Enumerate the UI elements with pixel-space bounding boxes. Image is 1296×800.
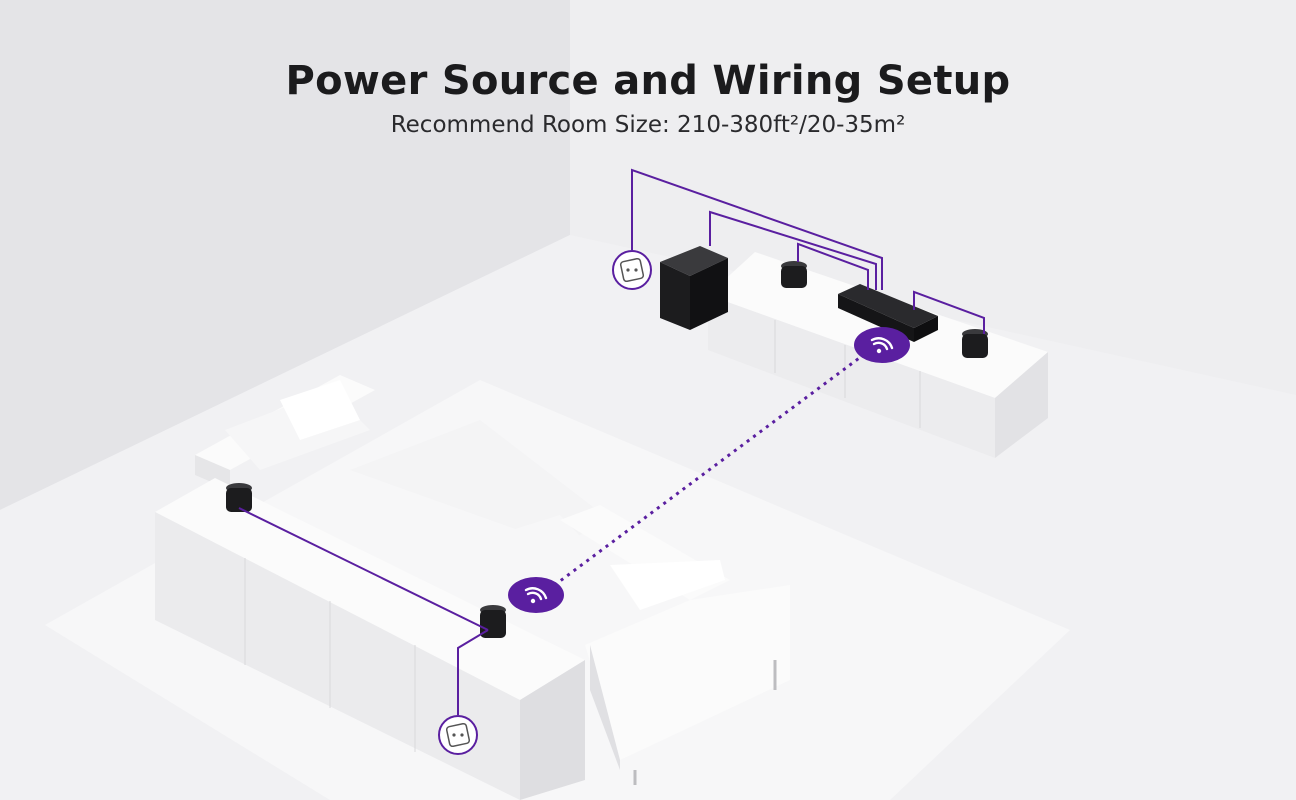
front-right-speaker	[962, 329, 988, 358]
wall-outlet-front	[612, 250, 652, 290]
rear-wiring	[238, 507, 489, 715]
rear-left-speaker	[226, 483, 252, 512]
page-subtitle: Recommend Room Size: 210-380ft²/20-35m²	[390, 112, 906, 138]
front-left-speaker	[781, 261, 807, 288]
front-wiring	[631, 168, 985, 334]
page-title: Power Source and Wiring Setup	[285, 58, 1011, 104]
wireless-link	[547, 348, 871, 592]
wireless-icon-front	[854, 327, 910, 363]
sofa	[195, 375, 790, 785]
back-wall	[570, 0, 1296, 395]
wireless-icon-rear	[508, 577, 564, 613]
wall-outlet-rear	[438, 715, 478, 755]
subwoofer	[660, 246, 728, 330]
console-table	[155, 478, 585, 800]
left-wall	[0, 0, 570, 510]
